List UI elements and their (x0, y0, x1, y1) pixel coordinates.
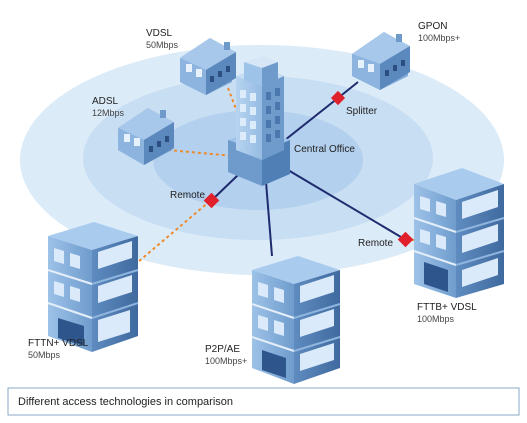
adsl-house (118, 108, 174, 165)
link-central-splitter (284, 97, 339, 141)
vdsl-speed: 50Mbps (146, 40, 179, 50)
fttb-building (413, 168, 505, 298)
splitter-node-icon (330, 90, 346, 106)
p2p-building (251, 256, 341, 384)
gpon-speed: 100Mbps+ (418, 33, 460, 43)
remote-left-node-icon (203, 192, 220, 209)
fiber-links (211, 81, 407, 257)
adsl-title: ADSL (92, 96, 119, 107)
central-office-label: Central Office (294, 144, 355, 155)
fttn-building (47, 222, 139, 352)
splitter-label: Splitter (346, 106, 378, 117)
gpon-title: GPON (418, 21, 447, 32)
fttb-speed: 100Mbps (417, 314, 455, 324)
link-adsl (167, 149, 235, 157)
vdsl-house (180, 38, 236, 95)
link-fttn-remote (137, 200, 211, 263)
vdsl-title: VDSL (146, 28, 173, 39)
link-central-p2p (265, 181, 273, 257)
remote-right-node-icon (397, 231, 414, 248)
p2p-title: P2P/AE (205, 344, 240, 355)
fttn-title: FTTN+ VDSL (28, 338, 89, 349)
adsl-speed: 12Mbps (92, 108, 125, 118)
link-central-remote-left (211, 174, 239, 201)
caption-text: Different access technologies in compari… (18, 396, 233, 408)
link-central-remote-right (287, 169, 407, 241)
fttn-speed: 50Mbps (28, 350, 61, 360)
central-office-tower-icon (228, 56, 290, 186)
gpon-house (352, 32, 410, 90)
p2p-speed: 100Mbps+ (205, 356, 247, 366)
remote-right-label: Remote (358, 238, 393, 249)
remote-left-label: Remote (170, 190, 205, 201)
fttb-title: FTTB+ VDSL (417, 302, 477, 313)
caption-box (7, 387, 520, 416)
